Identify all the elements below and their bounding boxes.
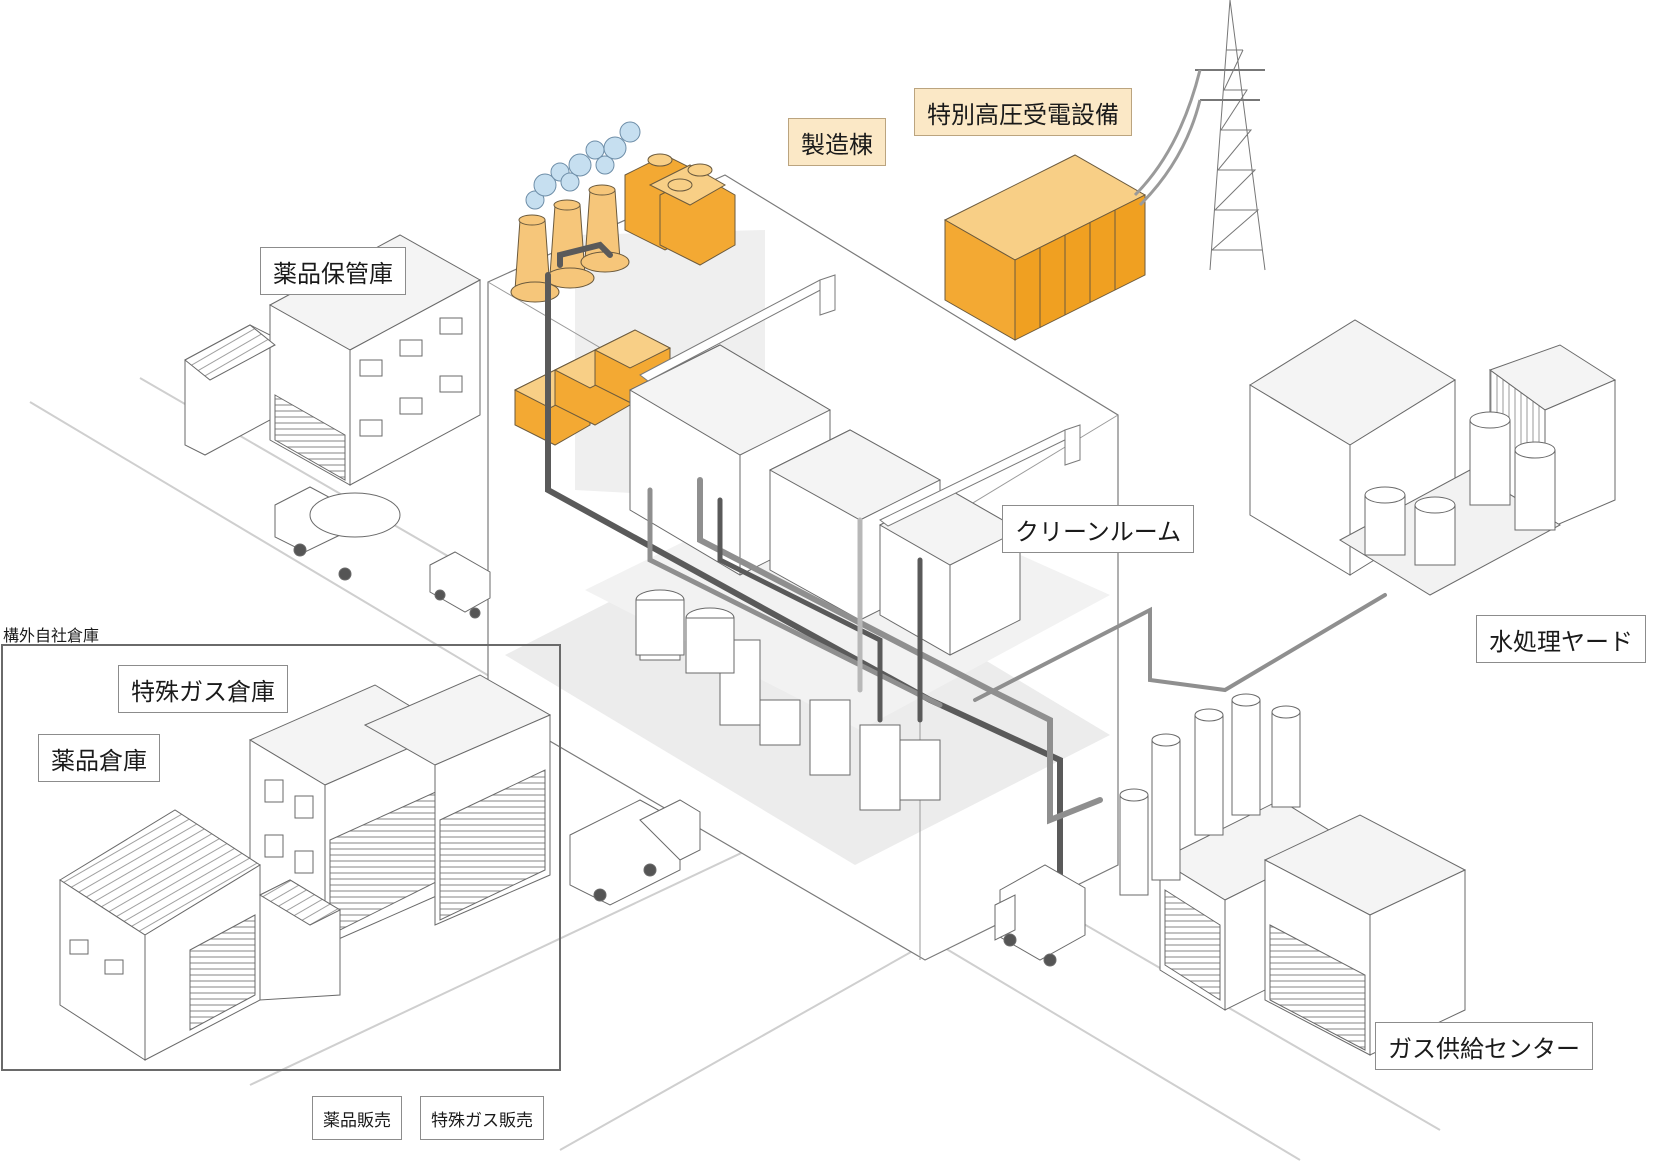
box-trucks xyxy=(569,799,1086,967)
piping xyxy=(545,241,1387,883)
water-treatment-yard xyxy=(1249,319,1617,596)
label-gas-supply-center: ガス供給センター xyxy=(1375,1022,1593,1070)
label-special-gas-warehouse: 特殊ガス倉庫 xyxy=(118,665,288,713)
clean-room-equipment xyxy=(628,344,1022,811)
offsite-buildings xyxy=(59,674,552,1061)
label-chemical-sales: 薬品販売 xyxy=(312,1096,402,1140)
tank-truck xyxy=(274,486,491,619)
label-chemical-warehouse: 薬品倉庫 xyxy=(38,734,160,782)
ducts xyxy=(639,274,1081,527)
exhaust-stacks xyxy=(510,121,641,303)
rooftop-units xyxy=(624,153,736,266)
label-special-gas-sales: 特殊ガス販売 xyxy=(420,1096,544,1140)
label-clean-room: クリーンルーム xyxy=(1002,505,1195,553)
label-chemical-storage: 薬品保管庫 xyxy=(260,247,406,295)
label-offsite-warehouse: 構外自社倉庫 xyxy=(3,626,100,645)
label-water-treatment-yard: 水処理ヤード xyxy=(1476,615,1646,663)
substation xyxy=(943,154,1147,341)
gas-supply-center xyxy=(1119,693,1467,1056)
transmission-tower xyxy=(1133,0,1266,271)
label-manufacturing-building: 製造棟 xyxy=(788,118,886,166)
offsite-warehouse-frame xyxy=(1,644,561,1071)
label-special-high-voltage: 特別高圧受電設備 xyxy=(914,88,1132,136)
